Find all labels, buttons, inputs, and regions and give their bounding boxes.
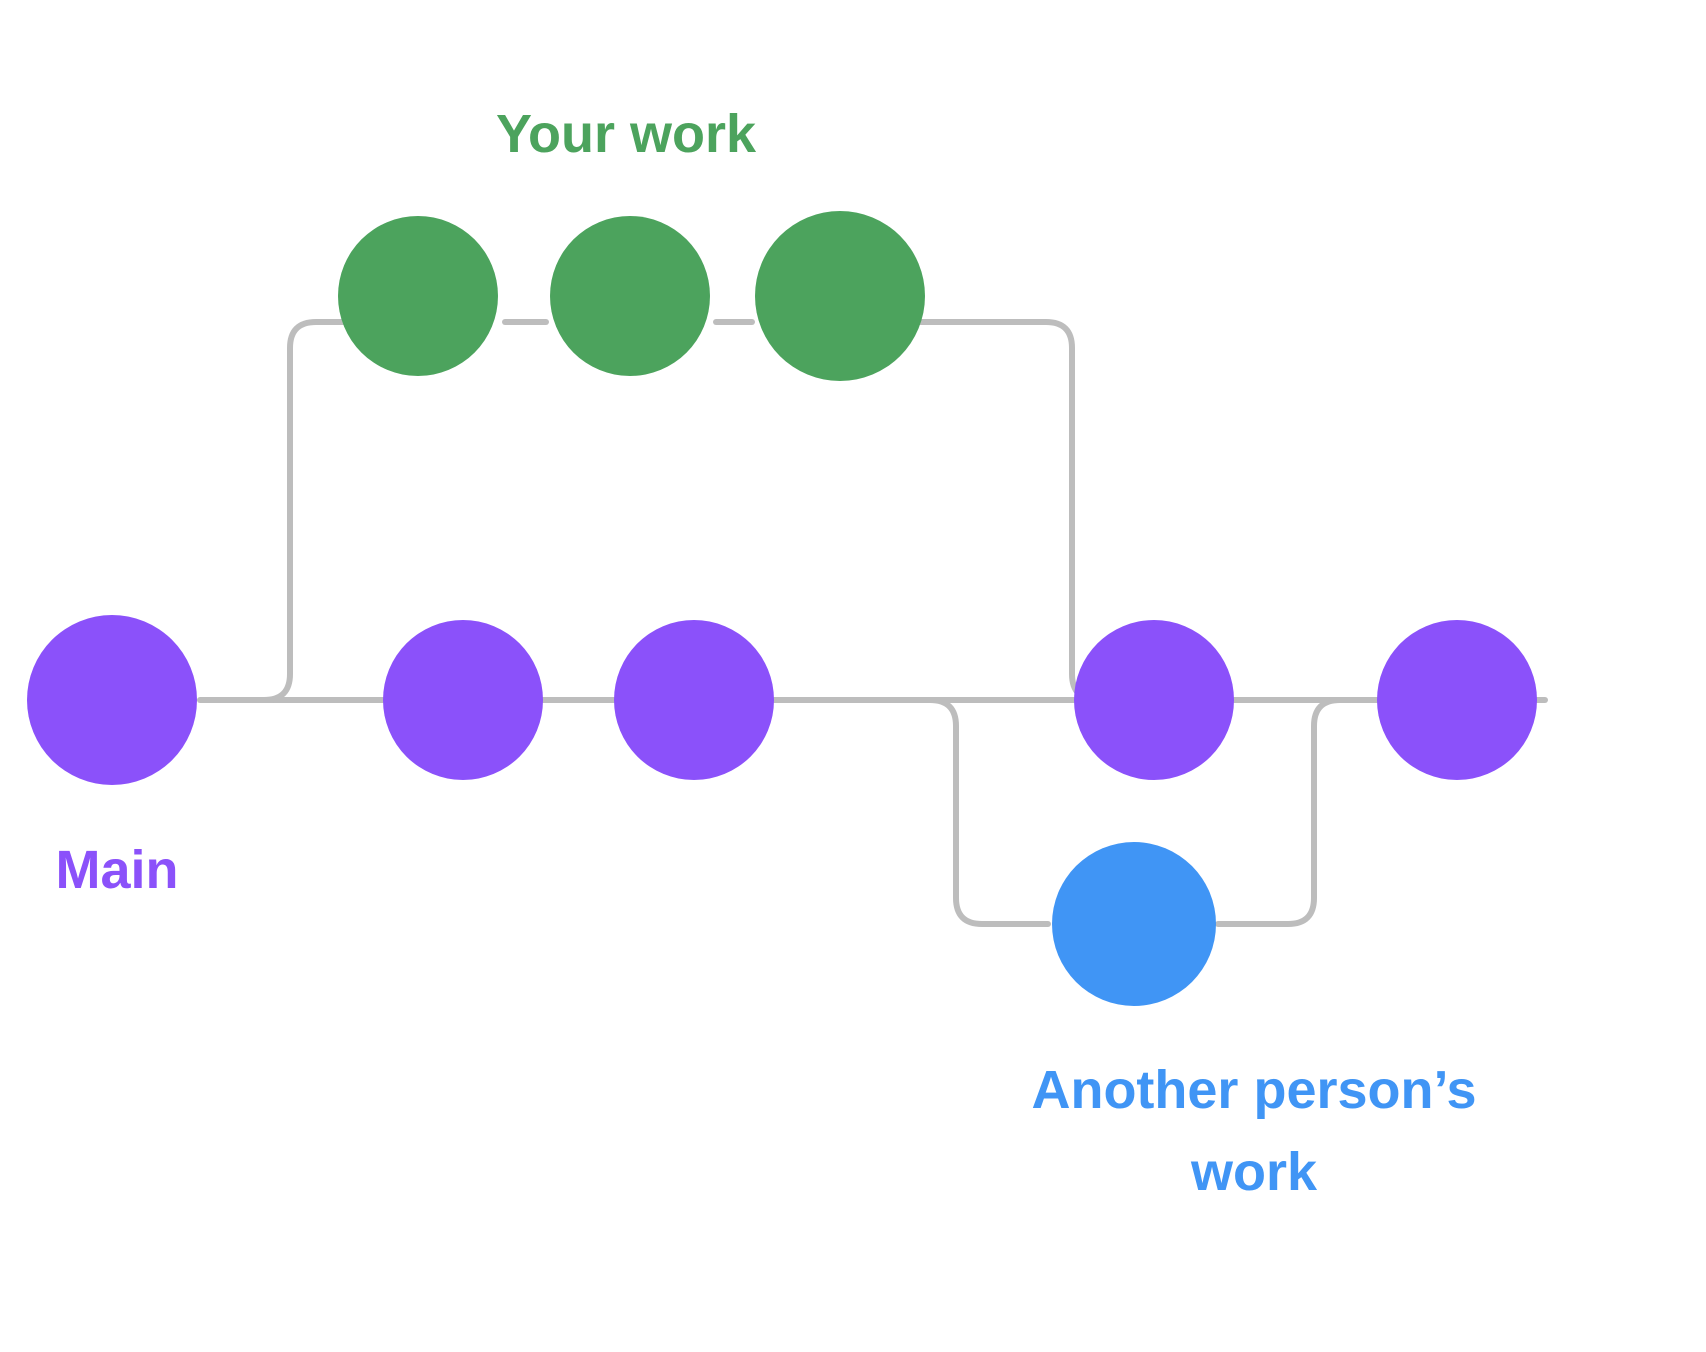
connector-merge-your-work-in	[917, 319, 1115, 703]
connector-branch-other-out	[927, 697, 1051, 927]
connector-branch-your-work-out	[247, 319, 347, 703]
commit-node-work-1[interactable]	[338, 216, 498, 376]
commit-node-main-3[interactable]	[614, 620, 774, 780]
branch-labels: Your work Main Another person’s work	[55, 104, 1476, 1202]
commit-node-other-1[interactable]	[1052, 842, 1216, 1006]
commit-node-main-2[interactable]	[383, 620, 543, 780]
commit-nodes	[27, 211, 1537, 1006]
label-another-person-line1: Another person’s	[1031, 1060, 1476, 1120]
commit-node-work-2[interactable]	[550, 216, 710, 376]
connector-lines	[197, 319, 1548, 927]
commit-node-main-5[interactable]	[1377, 620, 1537, 780]
label-your-work: Your work	[496, 104, 757, 164]
connector-merge-other-in	[1215, 697, 1381, 927]
label-another-person-line2: work	[1190, 1142, 1318, 1202]
label-main: Main	[55, 840, 178, 900]
commit-node-main-4[interactable]	[1074, 620, 1234, 780]
commit-node-work-3[interactable]	[755, 211, 925, 381]
commit-node-main-1[interactable]	[27, 615, 197, 785]
